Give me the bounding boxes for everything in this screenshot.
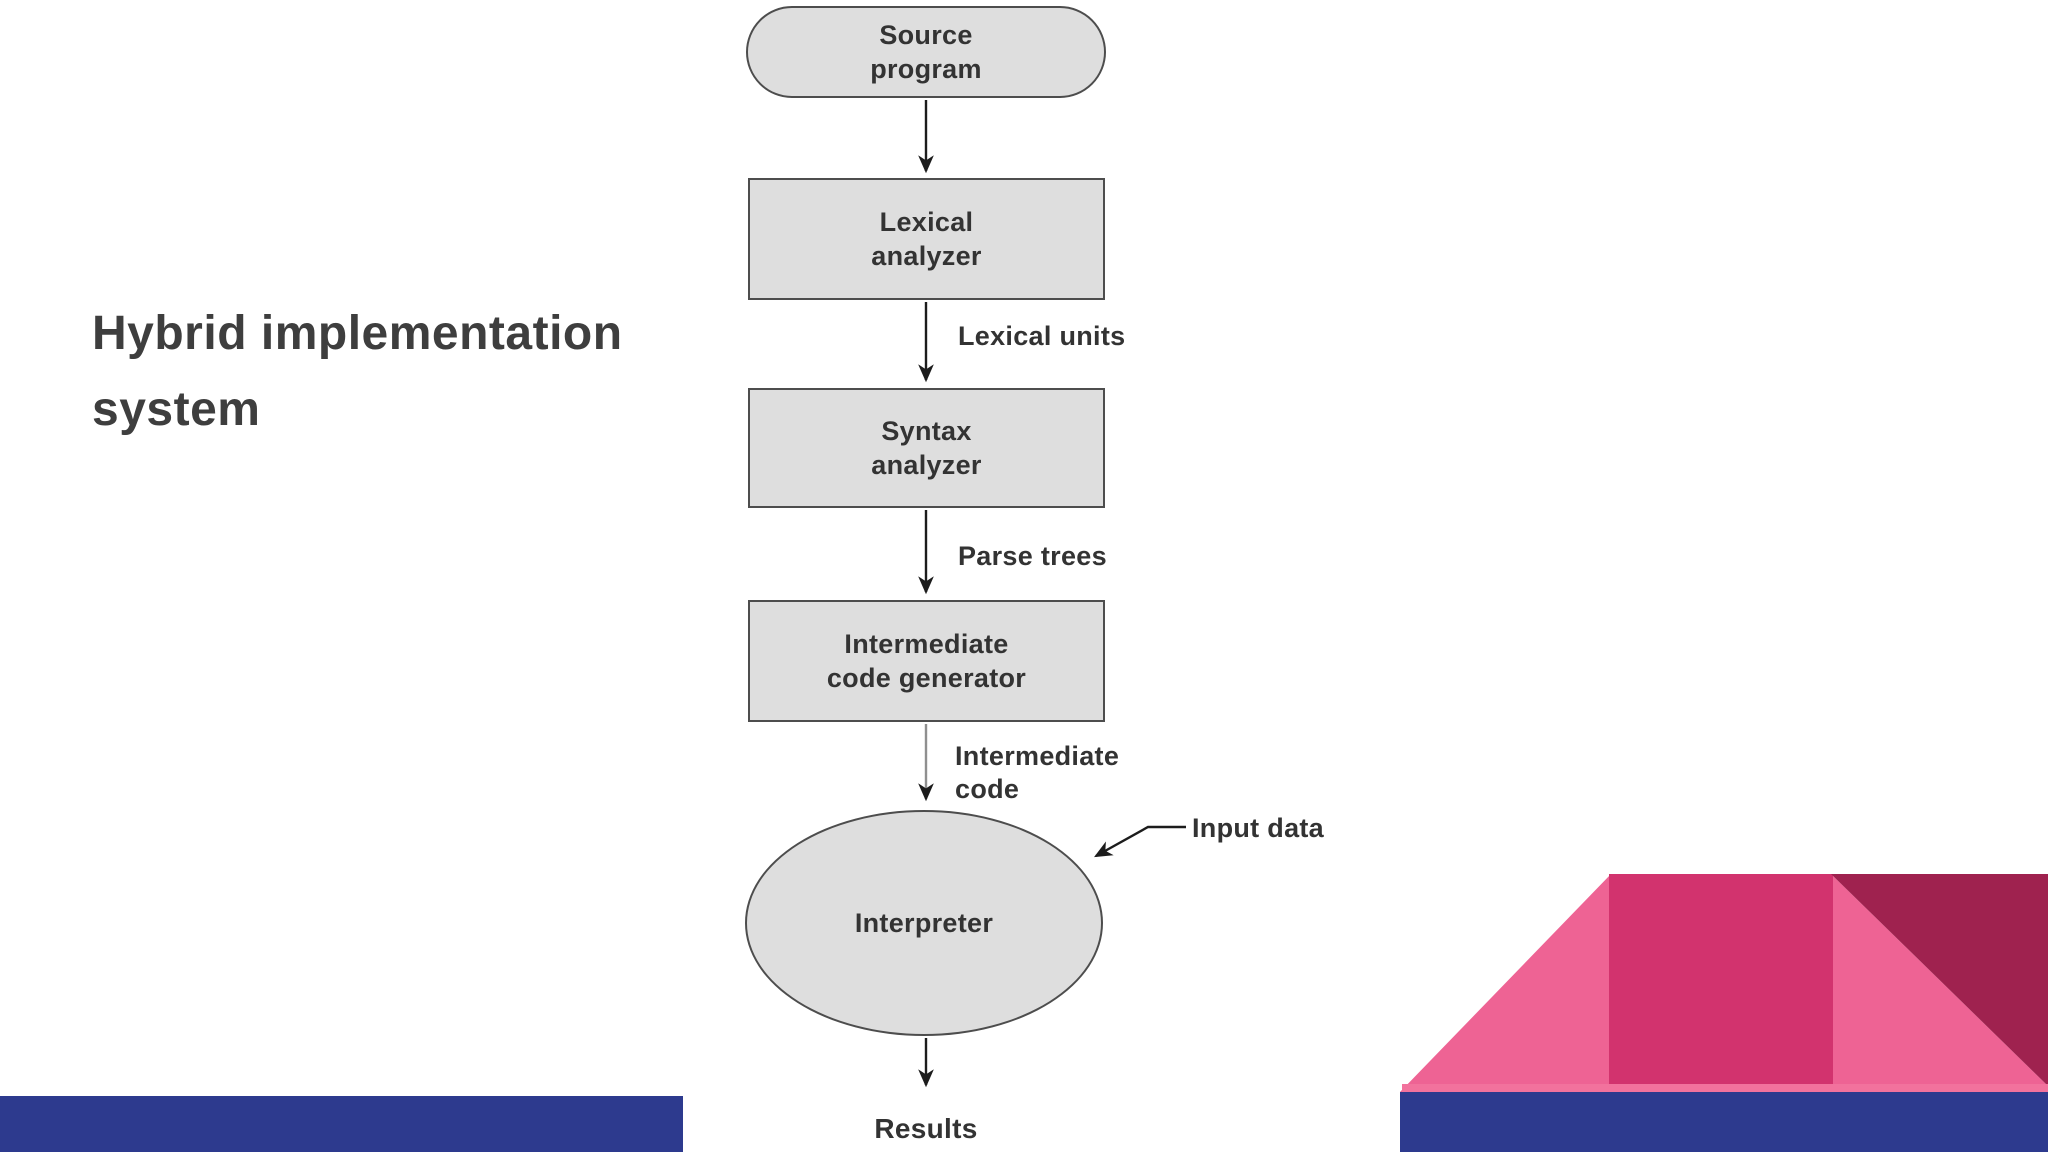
page-title: Hybrid implementation system bbox=[92, 307, 623, 436]
label-parse-trees: Parse trees bbox=[958, 541, 1107, 571]
footer-bar-left bbox=[0, 1096, 683, 1152]
label-results: Results bbox=[874, 1113, 978, 1144]
label-intermediate-code: Intermediate code bbox=[955, 741, 1120, 804]
node-lexical-analyzer: Lexical analyzer bbox=[748, 178, 1105, 300]
decoration-magenta-rect bbox=[1609, 874, 1833, 1092]
decoration-pink-triangle-left bbox=[1400, 874, 1611, 1092]
node-syntax-analyzer: Syntax analyzer bbox=[748, 388, 1105, 508]
node-intermediate-code-generator: Intermediate code generator bbox=[748, 600, 1105, 722]
label-lexical-units: Lexical units bbox=[958, 321, 1126, 351]
arrow-input-data bbox=[1094, 825, 1186, 858]
node-interpreter: Interpreter bbox=[745, 810, 1103, 1036]
footer-bar-right bbox=[1400, 1092, 2048, 1152]
label-input-data: Input data bbox=[1192, 813, 1324, 843]
decoration-maroon-triangle bbox=[1831, 874, 2048, 1086]
node-source-program: Source program bbox=[746, 6, 1106, 98]
decoration-pink-triangle-right bbox=[1831, 874, 2048, 1092]
decoration-pink-strip bbox=[1402, 1084, 2048, 1093]
